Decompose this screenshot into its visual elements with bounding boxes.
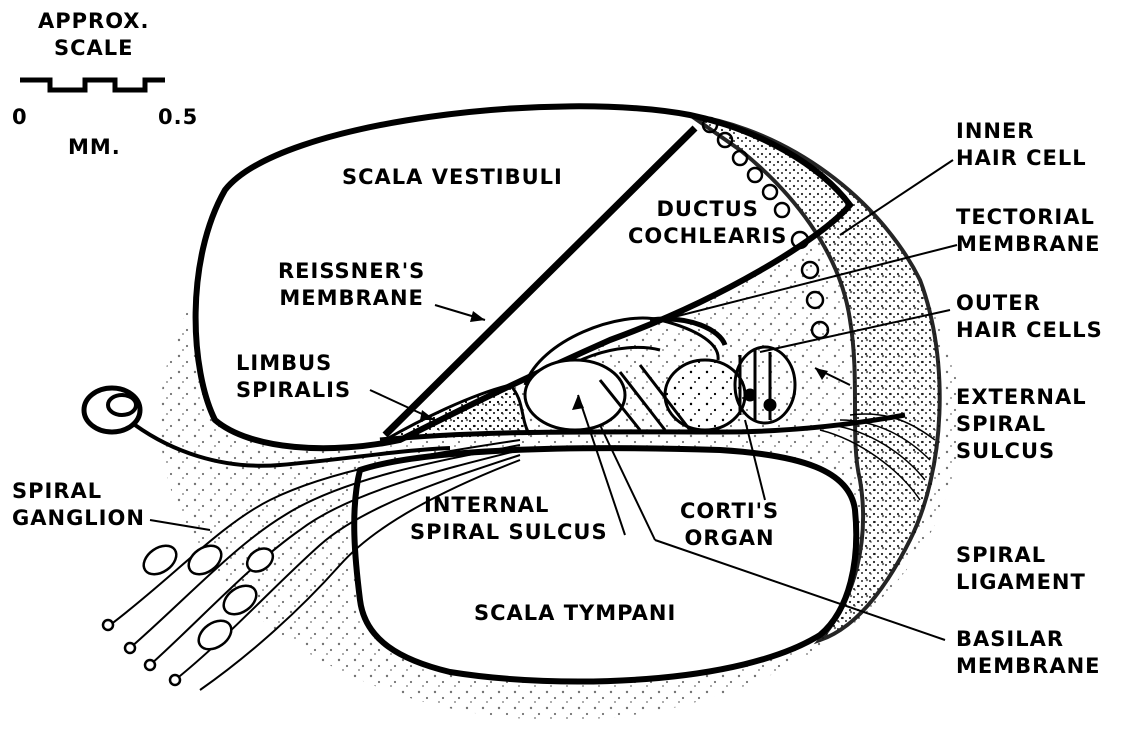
label-cortis-organ-line2: ORGAN [680, 525, 779, 552]
label-external-spiral-sulcus-line1: EXTERNAL [956, 384, 1087, 411]
label-spiral-ligament-line1: SPIRAL [956, 542, 1086, 569]
label-limbus-spiralis-line1: LIMBUS [236, 350, 351, 377]
label-spiral-ligament: SPIRAL LIGAMENT [956, 542, 1086, 596]
label-internal-spiral-sulcus-line1: INTERNAL [410, 492, 608, 519]
label-basilar-membrane: BASILAR MEMBRANE [956, 626, 1101, 680]
scale-min-label: 0 [12, 104, 28, 131]
label-tectorial-membrane-line2: MEMBRANE [956, 231, 1101, 258]
label-ductus-cochlearis-line2: COCHLEARIS [628, 223, 787, 250]
label-cortis-organ-line1: CORTI'S [680, 498, 779, 525]
label-limbus-spiralis: LIMBUS SPIRALIS [236, 350, 351, 404]
label-reissners-membrane-line1: REISSNER'S [278, 258, 425, 285]
label-outer-hair-cells-line2: HAIR CELLS [956, 317, 1103, 344]
label-external-spiral-sulcus: EXTERNAL SPIRAL SULCUS [956, 384, 1087, 465]
label-scala-vestibuli: SCALA VESTIBULI [342, 164, 563, 191]
label-inner-hair-cell: INNER HAIR CELL [956, 118, 1087, 172]
label-ductus-cochlearis: DUCTUS COCHLEARIS [628, 196, 787, 250]
label-external-spiral-sulcus-line2: SPIRAL [956, 411, 1087, 438]
scale-unit-label: MM. [68, 134, 121, 161]
label-reissners-membrane-line2: MEMBRANE [278, 285, 425, 312]
label-inner-hair-cell-line1: INNER [956, 118, 1087, 145]
label-limbus-spiralis-line2: SPIRALIS [236, 377, 351, 404]
scale-max-label: 0.5 [158, 104, 198, 131]
label-internal-spiral-sulcus-line2: SPIRAL SULCUS [410, 519, 608, 546]
label-tectorial-membrane-line1: TECTORIAL [956, 204, 1101, 231]
label-inner-hair-cell-line2: HAIR CELL [956, 145, 1087, 172]
label-ductus-cochlearis-line1: DUCTUS [628, 196, 787, 223]
label-spiral-ligament-line2: LIGAMENT [956, 569, 1086, 596]
label-spiral-ganglion: SPIRAL GANGLION [12, 478, 145, 532]
label-basilar-membrane-line2: MEMBRANE [956, 653, 1101, 680]
label-external-spiral-sulcus-line3: SULCUS [956, 438, 1087, 465]
label-spiral-ganglion-line2: GANGLION [12, 505, 145, 532]
label-outer-hair-cells-line1: OUTER [956, 290, 1103, 317]
label-internal-spiral-sulcus: INTERNAL SPIRAL SULCUS [410, 492, 608, 546]
label-reissners-membrane: REISSNER'S MEMBRANE [278, 258, 425, 312]
label-cortis-organ: CORTI'S ORGAN [680, 498, 779, 552]
label-basilar-membrane-line1: BASILAR [956, 626, 1101, 653]
label-scala-tympani: SCALA TYMPANI [474, 600, 676, 627]
scale-title-line1: APPROX. [38, 8, 149, 35]
scale-title-line2: SCALE [38, 35, 149, 62]
label-tectorial-membrane: TECTORIAL MEMBRANE [956, 204, 1101, 258]
label-spiral-ganglion-line1: SPIRAL [12, 478, 145, 505]
scale-title: APPROX. SCALE [38, 8, 149, 62]
label-outer-hair-cells: OUTER HAIR CELLS [956, 290, 1103, 344]
